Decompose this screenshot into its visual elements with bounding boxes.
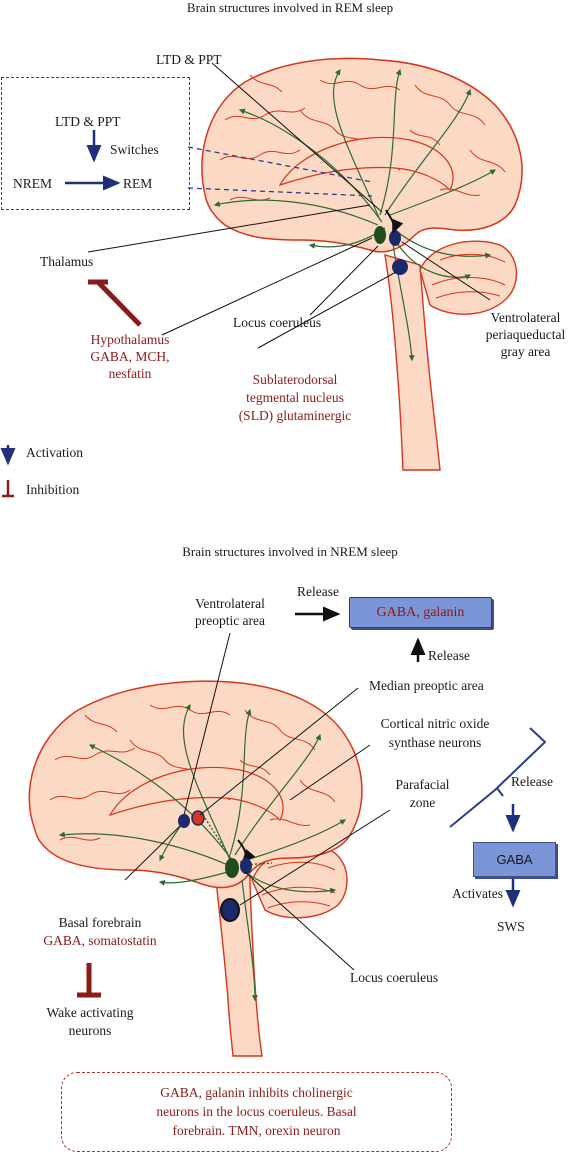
sld-label-1: Sublaterodorsal bbox=[252, 372, 338, 387]
inset-switches-label: Switches bbox=[110, 142, 159, 157]
vlpo-node bbox=[178, 814, 190, 828]
basal-forebrain-label: Basal forebrain bbox=[58, 915, 142, 930]
parafacial-node bbox=[220, 898, 240, 922]
rem-title: Brain structures involved in REM sleep bbox=[186, 0, 394, 15]
vlpag-label-1: Ventrolateral bbox=[490, 310, 561, 325]
legend-activation-label: Activation bbox=[26, 445, 83, 460]
note-line-3: forebrain. TMN, orexin neuron bbox=[172, 1123, 341, 1138]
inset-nrem-label: NREM bbox=[13, 176, 53, 191]
vlpag-label-3: gray area bbox=[500, 344, 551, 359]
wake-label-2: neurons bbox=[68, 1023, 112, 1038]
nrem-dark-node bbox=[240, 858, 252, 874]
gaba-box: GABA bbox=[473, 842, 556, 877]
note-box bbox=[61, 1072, 452, 1152]
vlpo-label-1: Ventrolateral bbox=[195, 596, 265, 611]
release-label-3: Release bbox=[511, 774, 553, 789]
vlpag-label-2: periaqueductal bbox=[485, 327, 566, 342]
rem-inset-box bbox=[1, 77, 190, 210]
legend-inhibition-icon bbox=[2, 480, 14, 498]
vlpo-label-2: preoptic area bbox=[194, 613, 266, 628]
locus-coeruleus-node bbox=[374, 226, 386, 244]
thalamus-label: Thalamus bbox=[40, 254, 94, 269]
nrem-inhibition-symbol bbox=[77, 963, 101, 998]
gaba-galanin-box: GABA, galanin bbox=[349, 597, 492, 628]
release-bracket bbox=[449, 727, 547, 828]
vlpag-node bbox=[389, 230, 401, 246]
nrem-locus-coeruleus-label: Locus coeruleus bbox=[350, 970, 439, 985]
note-line-1: GABA, galanin inhibits cholinergic bbox=[160, 1085, 353, 1100]
sws-label: SWS bbox=[497, 919, 525, 934]
legend-inhibition-label: Inhibition bbox=[26, 482, 80, 497]
hypothalamus-label-1: Hypothalamus bbox=[90, 332, 170, 347]
rem-brain bbox=[201, 57, 523, 471]
wake-label-1: Wake activating bbox=[46, 1005, 134, 1020]
parafacial-label-1: Parafacial bbox=[395, 777, 450, 792]
nrem-locus-coeruleus-node bbox=[225, 858, 239, 878]
hypothalamus-label-2: GABA, MCH, bbox=[90, 349, 170, 364]
activates-label: Activates bbox=[452, 886, 503, 901]
release-label-2: Release bbox=[428, 648, 470, 663]
median-preoptic-label: Median preoptic area bbox=[369, 678, 484, 693]
cortical-nos-label-2: synthase neurons bbox=[388, 735, 482, 750]
nrem-title: Brain structures involved in NREM sleep bbox=[182, 544, 398, 559]
rem-inhibition-symbol bbox=[88, 279, 142, 327]
parafacial-label-2: zone bbox=[409, 795, 436, 810]
ltd-ppt-label: LTD & PPT bbox=[156, 52, 222, 67]
sld-label-2: tegmental nucleus bbox=[246, 390, 344, 405]
basal-forebrain-sub-label: GABA, somatostatin bbox=[43, 933, 157, 948]
locus-coeruleus-label: Locus coeruleus bbox=[233, 315, 322, 330]
nrem-brain bbox=[28, 680, 363, 1057]
cortical-nos-label-1: Cortical nitric oxide bbox=[380, 716, 490, 731]
inset-rem-label: REM bbox=[123, 176, 153, 191]
sld-node bbox=[392, 259, 408, 275]
release-label-1: Release bbox=[297, 584, 339, 599]
note-line-2: neurons in the locus coeruleus. Basal bbox=[156, 1104, 357, 1119]
sld-label-3: (SLD) glutaminergic bbox=[238, 408, 352, 423]
inset-source-label: LTD & PPT bbox=[55, 114, 121, 129]
hypothalamus-label-3: nesfatin bbox=[108, 366, 152, 381]
